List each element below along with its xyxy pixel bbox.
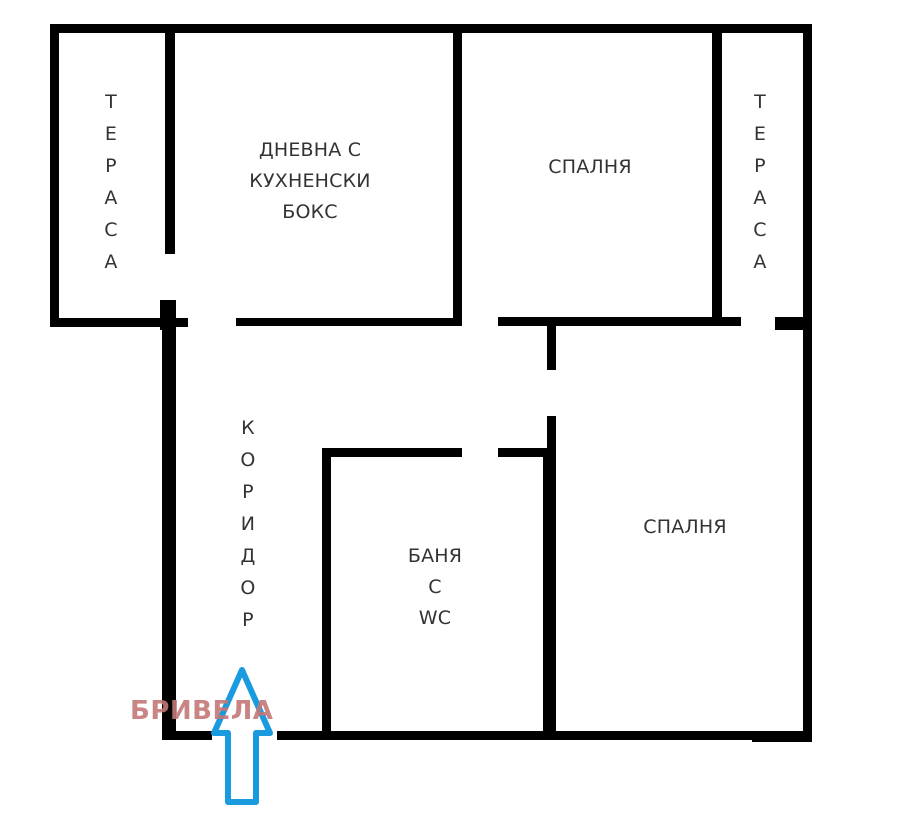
letter: С [104,219,118,241]
letter: Т [105,91,117,113]
label-line: КУХНЕНСКИ [249,170,371,192]
label-line: WC [418,607,452,629]
letter: О [240,577,256,599]
letter: Р [105,155,117,177]
label-line: БАНЯ [407,545,463,567]
letter: А [104,251,118,273]
watermark-logo: БРИВЕЛА [130,696,273,726]
room-label-living: ДНЕВНА С КУХНЕНСКИ БОКС [225,135,395,228]
letter: А [753,187,767,209]
room-label-terrace-left: Т Е Р А С А [96,86,126,278]
letter: С [753,219,767,241]
entrance-arrow-icon [211,667,273,805]
letter: О [240,449,256,471]
letter: А [753,251,767,273]
room-label-bedroom-bottom: СПАЛНЯ [615,512,755,543]
letter: Р [242,609,254,631]
label-line: ДНЕВНА С [258,139,362,161]
label-line: С [428,576,442,598]
room-label-terrace-right: Т Е Р А С А [745,86,775,278]
letter: Т [754,91,766,113]
letter: Е [753,123,767,145]
room-label-bathroom: БАНЯ С WC [385,541,485,634]
label-text: СПАЛНЯ [643,516,727,538]
letter: К [241,417,255,439]
letter: Е [104,123,118,145]
letter: Р [242,481,254,503]
letter: Д [240,545,256,567]
room-label-bedroom-top: СПАЛНЯ [520,152,660,183]
letter: А [104,187,118,209]
watermark-text: БРИВЕЛА [130,696,274,726]
letter: И [240,513,256,535]
label-line: БОКС [282,201,338,223]
letter: Р [754,155,766,177]
room-label-corridor: К О Р И Д О Р [233,412,263,636]
label-text: СПАЛНЯ [548,156,632,178]
